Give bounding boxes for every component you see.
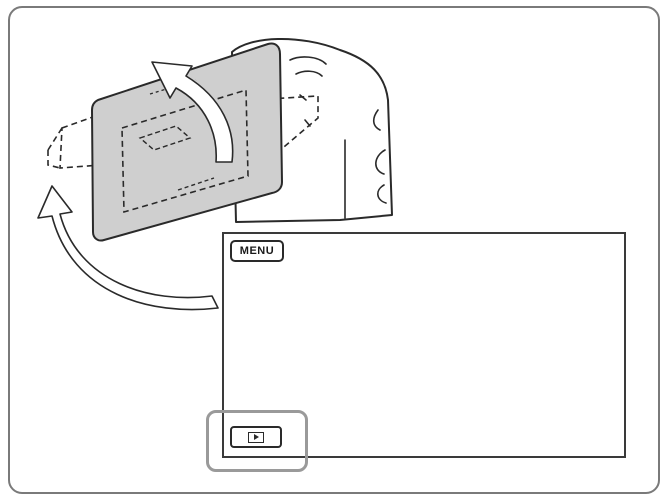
playback-highlight — [206, 410, 308, 472]
playback-button[interactable] — [230, 426, 282, 448]
menu-button[interactable]: MENU — [230, 240, 284, 262]
curved-arrow-icon — [151, 61, 234, 163]
rotation-arrow-icon — [37, 185, 219, 311]
lcd-original-position — [47, 95, 319, 169]
playback-icon — [248, 431, 264, 443]
lcd-screen: MENU — [222, 232, 626, 458]
